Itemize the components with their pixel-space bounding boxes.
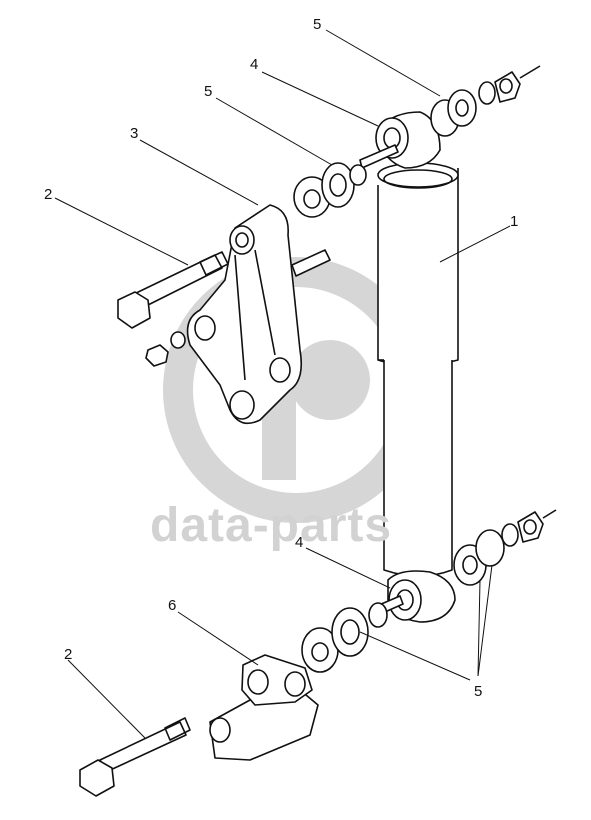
callout-2-top: 2 (44, 186, 53, 203)
callout-2-bottom: 2 (64, 646, 73, 663)
callout-5-bottom: 5 (474, 683, 483, 700)
top-right-bushings (430, 65, 541, 137)
callout-4-top: 4 (250, 56, 259, 73)
top-bolt (117, 251, 229, 329)
bracket (186, 204, 303, 425)
mid-bushings (293, 162, 367, 218)
callout-3: 3 (130, 125, 139, 142)
callout-5-mid: 5 (204, 83, 213, 100)
callout-5-top: 5 (313, 16, 322, 33)
bottom-bushings (301, 602, 388, 673)
stud-and-nuts (145, 249, 331, 367)
top-eye-bushing (359, 111, 441, 169)
watermark-text: data-parts (150, 499, 393, 552)
bottom-right-bushings (453, 509, 557, 586)
callout-1: 1 (510, 213, 519, 230)
leader-lines (54, 29, 511, 739)
callout-6: 6 (168, 597, 177, 614)
bottom-bracket (209, 654, 319, 761)
callout-4-bottom: 4 (295, 534, 304, 551)
bottom-bolt (79, 717, 191, 797)
